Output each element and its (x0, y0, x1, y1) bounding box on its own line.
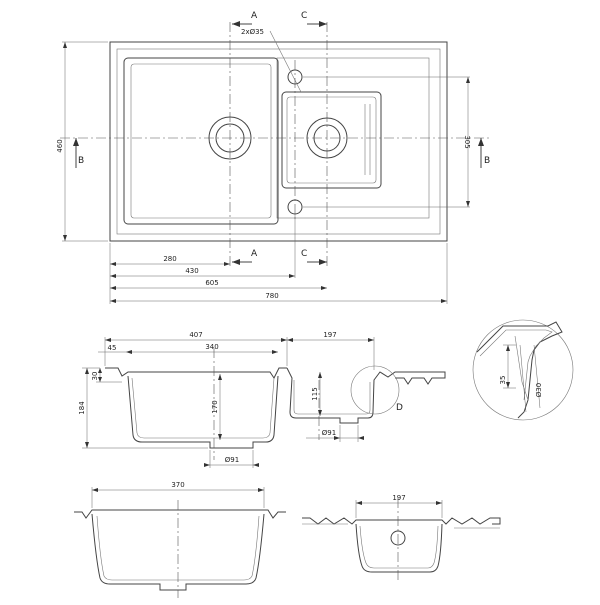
dim-197-cc: 197 (392, 494, 405, 502)
detail-d-label: D (396, 403, 403, 413)
section-a-label-top: A (251, 11, 258, 21)
hole-callout-label: 2xØ35 (241, 28, 264, 36)
dim-197-bb: 197 (323, 331, 336, 339)
sink-outline-inner (116, 48, 441, 235)
section-c-label-top: C (301, 11, 307, 21)
dim-184: 184 (78, 401, 86, 415)
dim-drain-large: Ø91 (225, 456, 239, 464)
dim-115: 115 (311, 387, 319, 400)
section-b-b: D 407 340 45 197 184 30 (78, 331, 446, 468)
dim-407: 407 (189, 331, 202, 339)
detail-dim-hole: Ø30 (535, 383, 543, 397)
dim-170: 170 (211, 400, 219, 413)
main-bowl (123, 57, 279, 225)
dim-280: 280 (163, 255, 176, 263)
dim-45: 45 (108, 344, 117, 352)
sink-outline (109, 41, 448, 242)
detail-dim-35: 35 (499, 376, 507, 385)
plan-view: 2xØ35 A A C C B B 460 (56, 11, 490, 304)
section-b-label-right: B (484, 156, 490, 166)
dim-780: 780 (265, 292, 278, 300)
dim-inner-height: 305 (463, 135, 471, 148)
dim-drain-small: Ø91 (322, 429, 336, 437)
section-a-a: 370 (74, 481, 286, 598)
dim-430: 430 (185, 267, 198, 275)
section-b-label-left: B (78, 156, 84, 166)
detail-d-circle (350, 365, 400, 415)
dim-overall-height: 460 (56, 139, 64, 152)
section-a-label-bottom: A (251, 249, 258, 259)
detail-d-view: 35 Ø30 (472, 319, 574, 421)
small-bowl (281, 91, 382, 189)
dim-605: 605 (205, 279, 218, 287)
dim-370: 370 (171, 481, 184, 489)
section-c-label-bottom: C (301, 249, 307, 259)
dim-30: 30 (91, 372, 99, 381)
dim-340: 340 (205, 343, 218, 351)
section-c-c: 197 (302, 494, 501, 582)
